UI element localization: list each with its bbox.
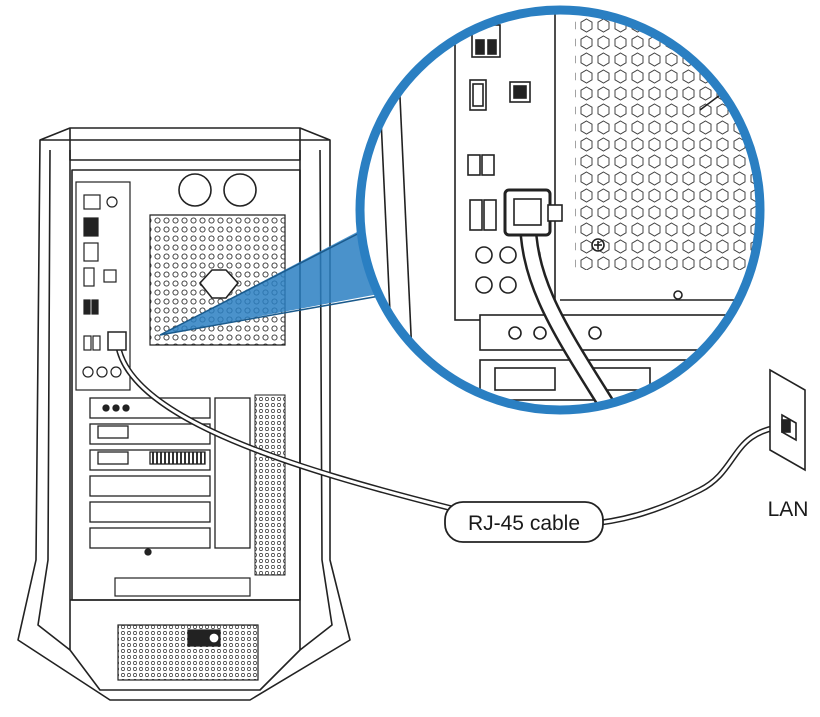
power-supply-icon bbox=[114, 577, 259, 681]
fan-cutout-icons bbox=[178, 173, 257, 207]
zoom-callout-icon bbox=[159, 220, 403, 336]
desktop-tower-icon bbox=[17, 127, 351, 701]
zoomed-detail-circle bbox=[355, 5, 765, 415]
cable-label-text: RJ-45 cable bbox=[468, 512, 580, 535]
cable-label: RJ-45 cable bbox=[444, 501, 604, 543]
ethernet-wall-jack-icon bbox=[769, 368, 806, 472]
expansion-slots-icon bbox=[89, 397, 251, 556]
lan-label: LAN bbox=[768, 498, 809, 521]
